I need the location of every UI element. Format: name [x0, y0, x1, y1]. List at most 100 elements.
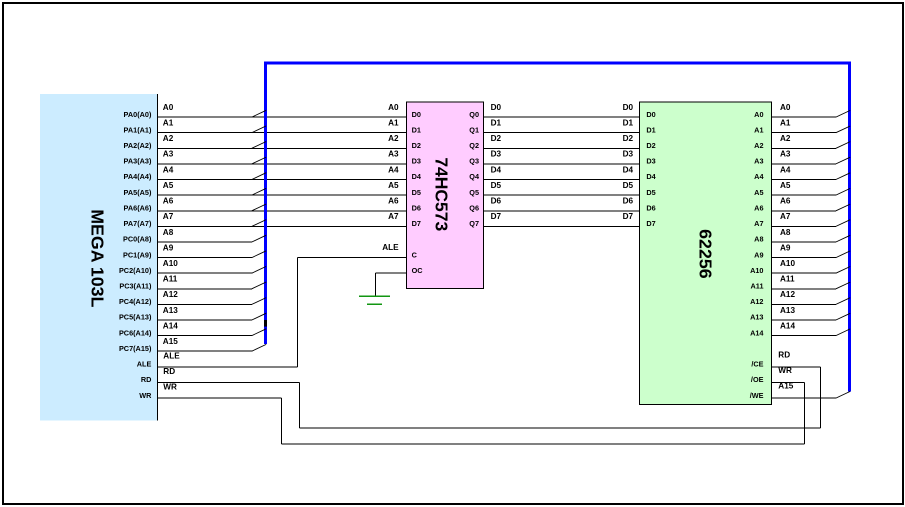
svg-text:PC2(A10): PC2(A10)	[119, 266, 152, 275]
svg-text:Q2: Q2	[469, 141, 479, 150]
svg-text:OC: OC	[412, 266, 424, 275]
svg-text:A14: A14	[780, 321, 795, 330]
svg-text:A9: A9	[754, 250, 763, 259]
svg-text:A6: A6	[163, 197, 174, 206]
svg-text:D6: D6	[491, 197, 502, 206]
svg-text:ALE: ALE	[163, 352, 180, 361]
svg-text:D3: D3	[491, 150, 502, 159]
svg-text:D0: D0	[491, 103, 502, 112]
svg-text:D5: D5	[623, 181, 634, 190]
svg-text:A7: A7	[780, 212, 791, 221]
svg-text:D4: D4	[646, 172, 656, 181]
svg-text:A9: A9	[780, 243, 791, 252]
svg-text:PC4(A12): PC4(A12)	[119, 297, 152, 306]
svg-text:A8: A8	[780, 228, 791, 237]
svg-text:Q4: Q4	[469, 172, 480, 181]
svg-text:D4: D4	[623, 165, 634, 174]
svg-text:A0: A0	[754, 110, 763, 119]
svg-text:A3: A3	[388, 150, 399, 159]
svg-text:A0: A0	[163, 103, 174, 112]
svg-text:A0: A0	[780, 103, 791, 112]
svg-text:D6: D6	[646, 204, 655, 213]
svg-text:ALE: ALE	[137, 360, 152, 369]
svg-text:A5: A5	[163, 181, 174, 190]
svg-text:WR: WR	[163, 383, 177, 392]
svg-text:PC6(A14): PC6(A14)	[119, 328, 152, 337]
svg-text:D7: D7	[491, 212, 502, 221]
svg-text:D2: D2	[623, 134, 634, 143]
svg-text:WR: WR	[139, 391, 152, 400]
svg-text:A8: A8	[163, 228, 174, 237]
svg-text:Q5: Q5	[469, 188, 479, 197]
svg-text:D1: D1	[491, 119, 502, 128]
svg-text:A6: A6	[388, 197, 399, 206]
svg-text:A3: A3	[754, 157, 763, 166]
svg-text:A2: A2	[163, 134, 174, 143]
svg-text:PA7(A7): PA7(A7)	[124, 219, 152, 228]
svg-text:D4: D4	[491, 165, 502, 174]
svg-text:D2: D2	[646, 141, 655, 150]
svg-text:A3: A3	[163, 150, 174, 159]
svg-text:D0: D0	[646, 110, 655, 119]
svg-text:Q3: Q3	[469, 157, 479, 166]
svg-text:74HC573: 74HC573	[432, 157, 452, 231]
svg-text:A2: A2	[754, 141, 763, 150]
svg-text:A15: A15	[163, 337, 178, 346]
svg-text:A11: A11	[163, 275, 178, 284]
svg-text:/WE: /WE	[750, 391, 764, 400]
svg-text:PA0(A0): PA0(A0)	[124, 110, 152, 119]
svg-text:A8: A8	[754, 235, 763, 244]
svg-text:D1: D1	[623, 119, 634, 128]
svg-text:D6: D6	[412, 204, 421, 213]
svg-text:D0: D0	[623, 103, 634, 112]
svg-text:ALE: ALE	[382, 243, 399, 252]
svg-text:A15: A15	[778, 382, 793, 391]
svg-text:WR: WR	[778, 366, 792, 375]
svg-text:A13: A13	[750, 313, 763, 322]
svg-text:D2: D2	[491, 134, 502, 143]
svg-text:A1: A1	[388, 119, 399, 128]
svg-text:PC7(A15): PC7(A15)	[119, 344, 152, 353]
svg-text:RD: RD	[141, 375, 152, 384]
svg-text:A11: A11	[780, 275, 795, 284]
svg-text:Q0: Q0	[469, 110, 479, 119]
svg-text:A12: A12	[780, 290, 795, 299]
svg-text:A13: A13	[780, 306, 795, 315]
svg-text:A7: A7	[754, 219, 763, 228]
svg-text:PA6(A6): PA6(A6)	[124, 204, 152, 213]
svg-text:RD: RD	[163, 367, 175, 376]
svg-text:C: C	[412, 250, 418, 259]
svg-text:A2: A2	[780, 134, 791, 143]
svg-text:Q1: Q1	[469, 125, 479, 134]
svg-text:A4: A4	[780, 165, 791, 174]
svg-text:62256: 62256	[696, 229, 716, 279]
svg-text:D3: D3	[412, 157, 421, 166]
svg-text:PA1(A1): PA1(A1)	[124, 125, 152, 134]
svg-text:A12: A12	[750, 297, 763, 306]
svg-text:A5: A5	[780, 181, 791, 190]
svg-text:RD: RD	[778, 350, 790, 359]
svg-text:PA3(A3): PA3(A3)	[124, 157, 152, 166]
svg-text:A7: A7	[163, 212, 174, 221]
svg-text:A6: A6	[780, 197, 791, 206]
svg-text:A3: A3	[780, 150, 791, 159]
svg-text:Q7: Q7	[469, 219, 479, 228]
svg-text:Q6: Q6	[469, 204, 479, 213]
svg-text:A9: A9	[163, 243, 174, 252]
svg-text:D7: D7	[623, 212, 634, 221]
svg-text:A0: A0	[388, 103, 399, 112]
svg-text:D1: D1	[646, 125, 655, 134]
svg-text:A6: A6	[754, 204, 763, 213]
svg-text:MEGA 103L: MEGA 103L	[88, 209, 108, 307]
svg-text:D5: D5	[491, 181, 502, 190]
svg-text:PC0(A8): PC0(A8)	[123, 235, 152, 244]
svg-text:A4: A4	[754, 172, 764, 181]
svg-text:A1: A1	[163, 119, 174, 128]
svg-text:A14: A14	[163, 321, 178, 330]
svg-text:PC3(A11): PC3(A11)	[119, 282, 152, 291]
svg-text:A4: A4	[163, 165, 174, 174]
svg-text:A2: A2	[388, 134, 399, 143]
svg-text:A13: A13	[163, 306, 178, 315]
svg-text:D5: D5	[646, 188, 655, 197]
svg-text:D2: D2	[412, 141, 421, 150]
